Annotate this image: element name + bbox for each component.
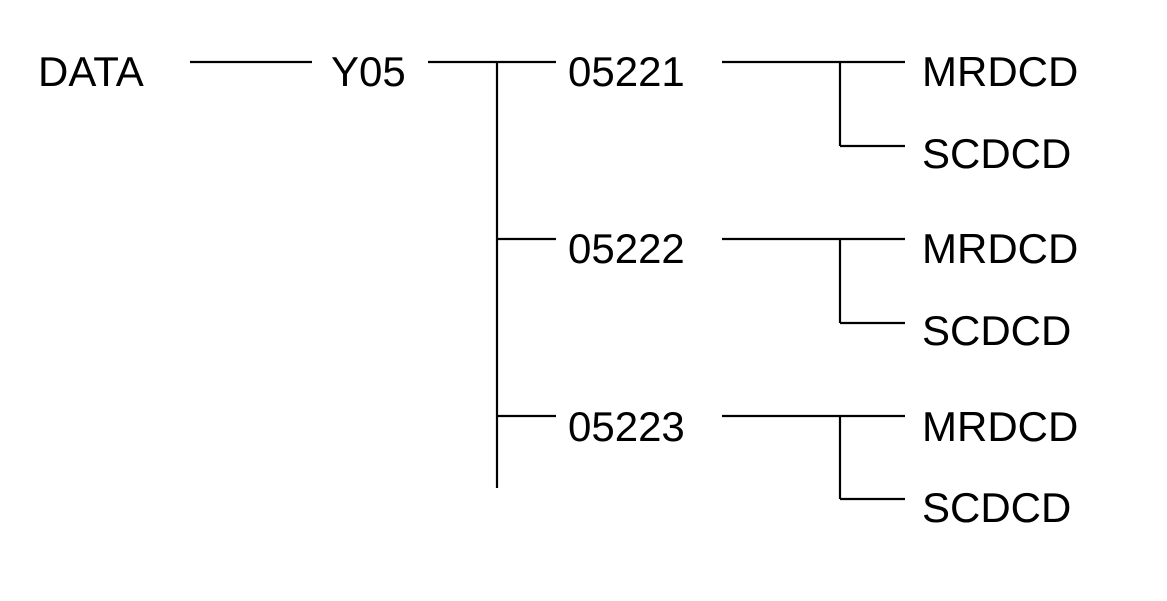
root-node-label: DATA <box>38 48 144 95</box>
leaf-node-label: MRDCD <box>922 48 1078 95</box>
leaf-node-label: MRDCD <box>922 403 1078 450</box>
level1-node-label: Y05 <box>331 48 406 95</box>
branch-node-label: 05223 <box>568 403 685 450</box>
leaf-node-label: MRDCD <box>922 225 1078 272</box>
branch-node-label: 05222 <box>568 225 685 272</box>
leaf-node-label: SCDCD <box>922 484 1071 531</box>
branch-node-label: 05221 <box>568 48 685 95</box>
leaf-node-label: SCDCD <box>922 130 1071 177</box>
leaf-node-label: SCDCD <box>922 307 1071 354</box>
